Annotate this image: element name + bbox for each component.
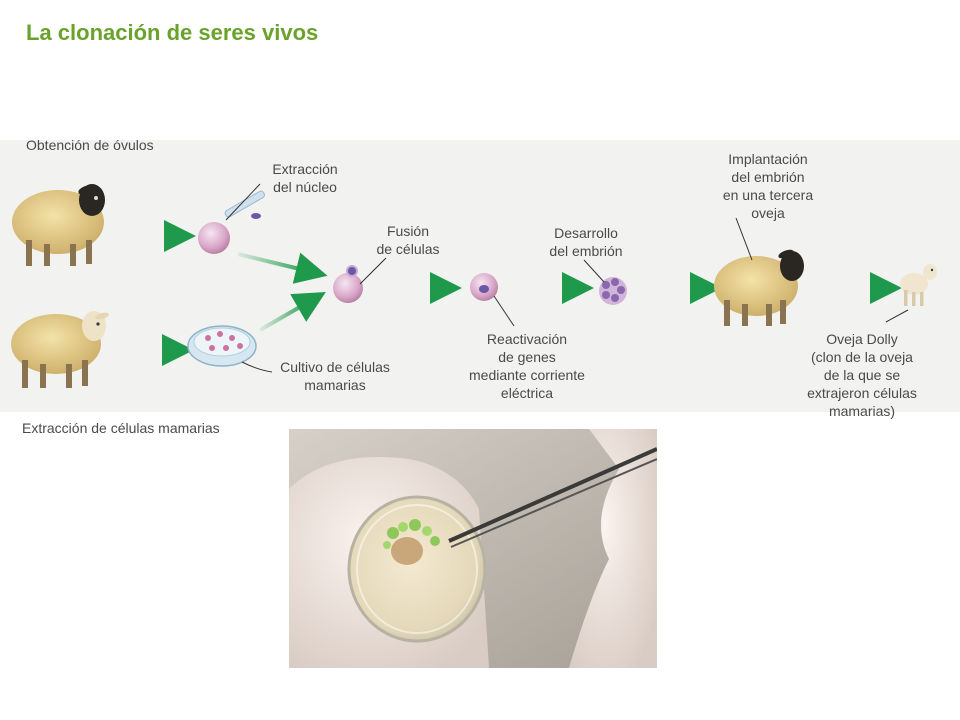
- label-cultivo-celulas: Cultivo de células mamarias: [280, 359, 390, 393]
- leader-line: [241, 361, 273, 373]
- sheep-icon: [12, 184, 105, 266]
- embryo-icon: [599, 277, 627, 305]
- sheep-icon: [714, 249, 804, 326]
- petri-dish-photo-graphic: [289, 429, 657, 668]
- leader-line: [493, 295, 515, 327]
- leader-line: [735, 217, 753, 261]
- plant-tissue: [391, 537, 423, 565]
- tweezers: [448, 447, 657, 543]
- label-extraccion-nucleo: Extracción del núcleo: [272, 161, 338, 195]
- sheep-icon: [11, 311, 109, 388]
- egg-cell-icon: [198, 190, 266, 254]
- arrow-icon: [259, 292, 326, 332]
- label-desarrollo-embrion: Desarrollo del embrión: [549, 225, 623, 259]
- label-oveja-dolly: Oveja Dolly (clon de la oveja de la que …: [807, 331, 917, 419]
- leader-line: [225, 183, 261, 221]
- label-reactivacion-genes: Reactivación de genes mediante corriente…: [469, 331, 585, 401]
- arrow-icon: [237, 252, 328, 284]
- egg-cell-icon: [470, 273, 498, 301]
- page-title: La clonación de seres vivos: [26, 20, 319, 45]
- petri-dish-icon: [187, 325, 257, 367]
- label-obtencion-ovulos: Obtención de óvulos: [26, 137, 154, 153]
- leader-line: [359, 257, 387, 285]
- glove-hand: [569, 429, 657, 668]
- leader-line: [583, 259, 605, 283]
- petri-dish: [347, 495, 487, 643]
- label-extraccion-celulas-mamarias: Extracción de células mamarias: [22, 420, 220, 436]
- petri-dish-photo: [289, 429, 657, 668]
- leader-line: [885, 309, 909, 323]
- label-fusion-celulas: Fusión de células: [376, 223, 440, 257]
- lamb-icon: [900, 264, 937, 306]
- egg-cell-icon: [333, 265, 363, 303]
- label-implantacion-embrion: Implantación del embrión en una tercera …: [722, 151, 814, 221]
